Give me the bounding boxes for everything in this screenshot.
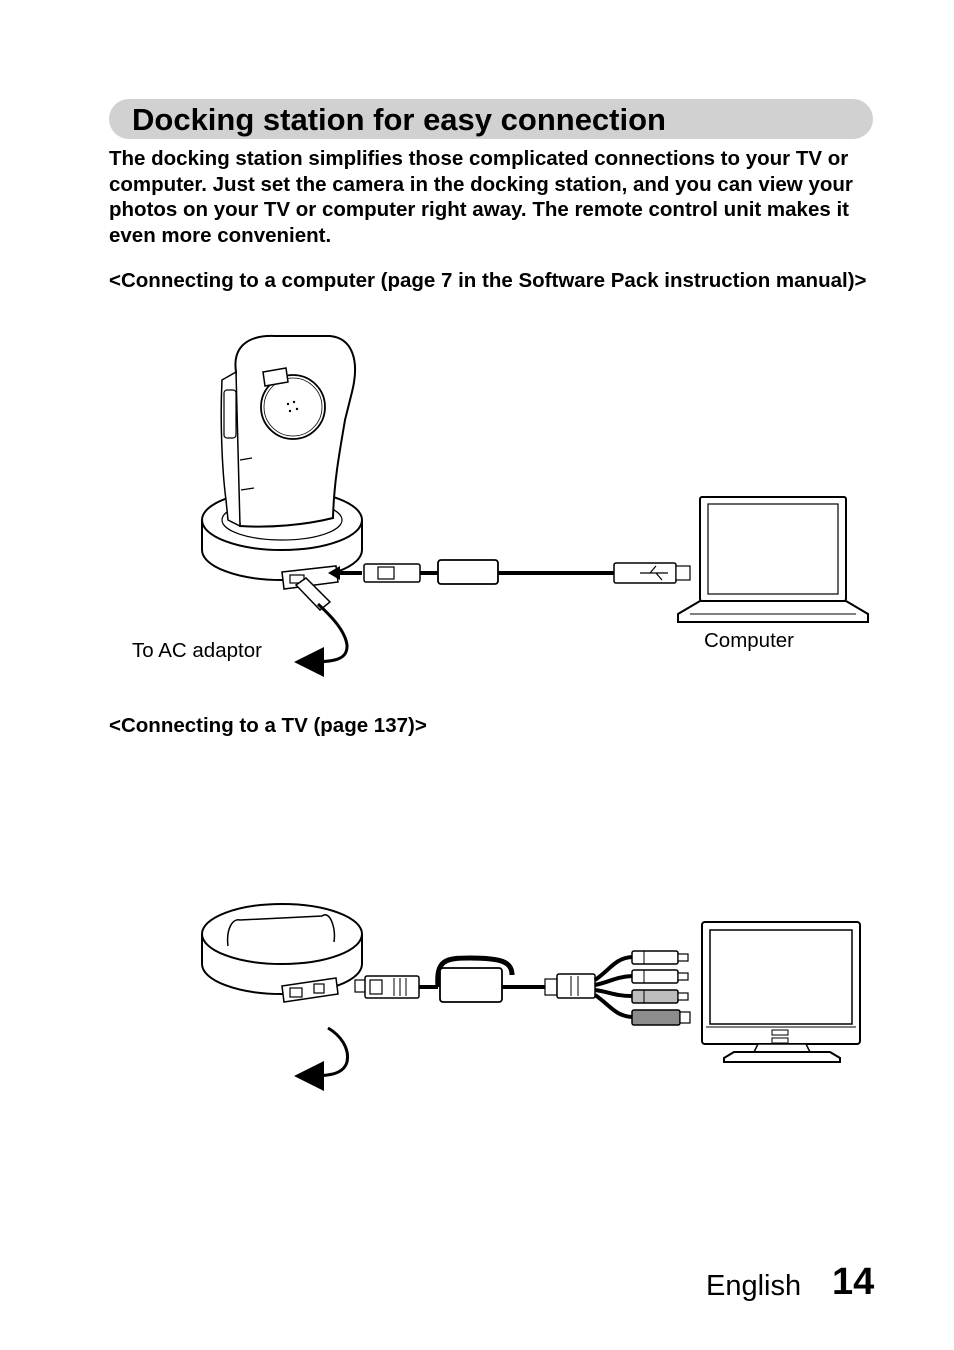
tv-power-arrow-icon [294,1026,350,1091]
page-number: 14 [832,1261,875,1303]
computer-section-heading: <Connecting to a computer (page 7 in the… [109,269,867,292]
footer-language: English [706,1270,802,1302]
intro-paragraph: The docking station simplifies those com… [109,147,853,248]
title-bar: Docking station for easy connection [109,99,873,139]
tv-icon [701,921,861,1063]
arrow-icon [328,566,362,580]
ac-adaptor-label: To AC adaptor [132,639,262,662]
laptop-icon [677,496,869,623]
page-title: Docking station for easy connection [132,102,666,137]
ac-plug-icon [294,577,349,677]
camera-icon [220,334,356,528]
av-cable-icon [354,950,691,1026]
computer-label: Computer [704,629,795,652]
tv-docking-station-icon [201,903,363,1003]
usb-cable-icon [363,559,691,585]
tv-section-heading: <Connecting to a TV (page 137)> [109,714,427,737]
